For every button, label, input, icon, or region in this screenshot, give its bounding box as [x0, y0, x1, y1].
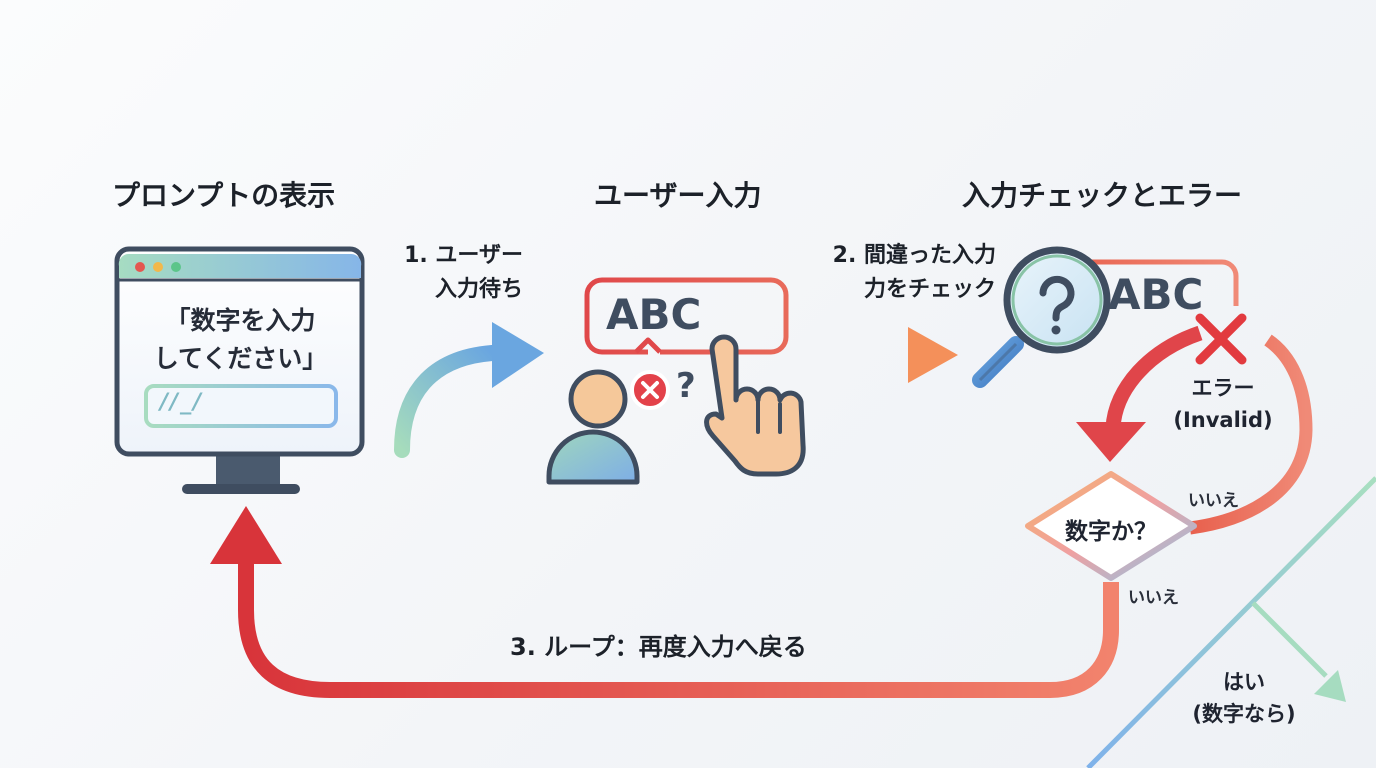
step1-arrow — [394, 322, 544, 458]
prompt-message: 「数字を入力 してください」 — [128, 302, 353, 378]
pointing-hand-icon — [704, 334, 806, 477]
input-box — [584, 277, 789, 355]
error-cross-icon — [1195, 313, 1247, 365]
loop-back-arrow — [210, 506, 1119, 698]
monitor-icon — [114, 246, 365, 494]
checked-text: ABC — [1108, 270, 1204, 319]
error-return-arrow — [1076, 325, 1203, 462]
step2-line-1: 2. 間違った入力 — [832, 243, 996, 268]
yes-line-1: はい — [1223, 670, 1265, 694]
step3-label: 3. ループ：再度入力へ戻る — [510, 633, 807, 661]
input-box-text: ABC — [606, 290, 702, 339]
prompt-line-1: 「数字を入力 — [165, 306, 316, 335]
no-branch-arrow-right — [1189, 334, 1313, 535]
confusion-question-mark: ? — [676, 366, 696, 406]
prompt-input-placeholder: //_/ — [160, 390, 204, 415]
error-line-2: (Invalid) — [1173, 408, 1273, 432]
prompt-line-2: してください」 — [153, 344, 328, 373]
user-avatar-icon — [546, 369, 640, 485]
no-label-right: いいえ — [1188, 491, 1239, 511]
prompt-input-field — [144, 384, 338, 428]
window-close-dot — [135, 262, 145, 272]
decision-question: 数字か？ — [1065, 519, 1157, 545]
question-icon — [1039, 275, 1075, 335]
magnifier-icon — [972, 246, 1111, 388]
yes-branch-arrow — [1086, 476, 1376, 768]
step2-arrow — [832, 327, 958, 383]
error-line-1: エラー — [1191, 376, 1255, 400]
window-minimize-dot — [153, 262, 163, 272]
title-prompt-display: プロンプトの表示 — [112, 179, 336, 212]
yes-label: はい (数字なら) — [1176, 666, 1312, 730]
step2-line-2: 力をチェック — [863, 277, 996, 302]
step1-line-2: 入力待ち — [434, 277, 523, 302]
step1-line-1: 1. ユーザー — [404, 243, 523, 268]
no-label-bottom: いいえ — [1128, 588, 1179, 608]
step2-label: 2. 間違った入力 力をチェック — [780, 239, 996, 307]
error-x-icon — [630, 370, 670, 410]
yes-line-2: (数字なら) — [1192, 702, 1296, 726]
checked-text-frame — [1058, 259, 1239, 306]
decision-diamond — [1025, 471, 1197, 581]
title-input-check: 入力チェックとエラー — [962, 179, 1243, 212]
step1-label: 1. ユーザー 入力待ち — [360, 239, 523, 307]
window-maximize-dot — [171, 262, 181, 272]
error-label: エラー (Invalid) — [1158, 372, 1288, 436]
title-user-input: ユーザー入力 — [594, 179, 762, 212]
